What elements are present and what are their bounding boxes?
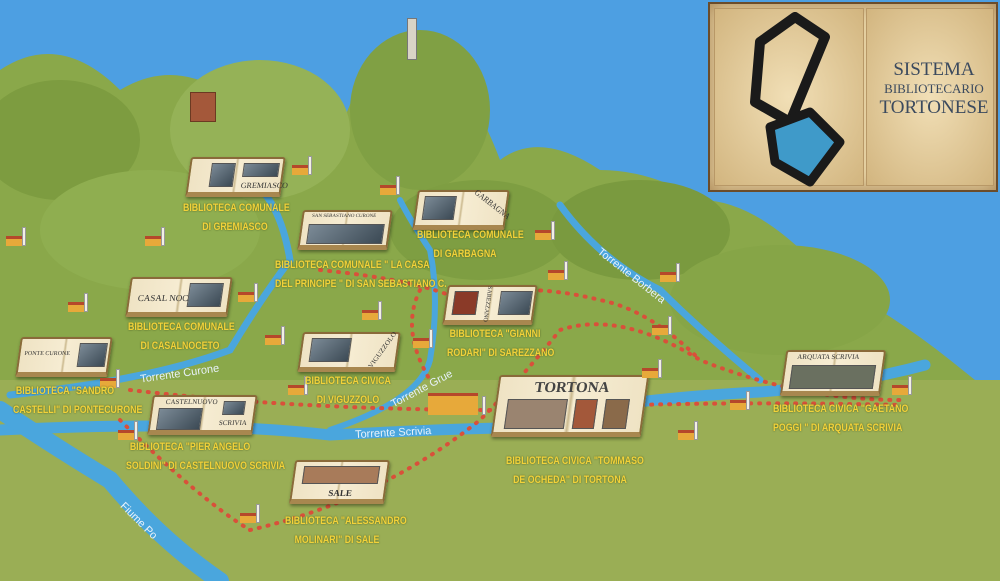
book-title: PONTE CURONE [24, 351, 71, 357]
label-line: DI VIGUZZOLO [316, 394, 380, 406]
village-icon [548, 260, 570, 280]
book-viguzzolo: VIGUZZOLO [297, 330, 401, 372]
library-label-casalnoceto: BIBLIOTECA COMUNALE DI CASALNOCETO [128, 318, 235, 356]
book-tortona: TORTONA [490, 375, 650, 437]
village-icon [678, 420, 700, 440]
library-label-garbagna: BIBLIOTECA COMUNALE DI GARBAGNA [417, 226, 524, 264]
village-icon [118, 420, 140, 440]
library-label-san-sebastiano: BIBLIOTECA COMUNALE " LA CASA DEL PRINCIP… [275, 256, 447, 294]
village-icon [68, 292, 90, 312]
village-icon [100, 368, 122, 388]
label-line: BIBLIOTECA "ALESSANDRO [285, 515, 407, 527]
logo-line2: BIBLIOTECARIO [884, 81, 984, 96]
book-title: SAREZZANO [481, 286, 493, 322]
village-icon [892, 375, 914, 395]
village-icon [730, 390, 752, 410]
village-icon [265, 325, 287, 345]
library-label-pontecurone: BIBLIOTECA "SANDRO CASTELLI" DI PONTECURO… [13, 382, 143, 420]
label-line: BIBLIOTECA CIVICA [305, 375, 391, 387]
sistema-bibliotecario-logo: SISTEMA BIBLIOTECARIO TORTONESE [708, 2, 998, 192]
book-garbagna: GARBAGNA [412, 187, 513, 230]
village-icon [413, 328, 435, 348]
castle-icon [190, 92, 216, 122]
label-line: RODARI" DI SAREZZANO [447, 347, 555, 359]
river-grue [327, 197, 438, 433]
book-title: SAN SEBASTIANO CURONE [311, 214, 377, 219]
logo-line1: SISTEMA [893, 59, 975, 80]
label-line: BIBLIOTECA COMUNALE [128, 321, 235, 333]
library-label-castelnuovo: BIBLIOTECA "PIER ANGELO SOLDINI" DI CASTE… [126, 438, 286, 476]
book-pontecurone: PONTE CURONE [15, 337, 113, 377]
book-title: GARBAGNA [472, 187, 513, 222]
village-icon [535, 220, 557, 240]
village-icon [240, 503, 262, 523]
library-label-sale: BIBLIOTECA "ALESSANDRO MOLINARI" DI SALE [285, 512, 407, 550]
label-line: MOLINARI" DI SALE [294, 534, 380, 546]
village-icon [288, 375, 310, 395]
book-title: SCRIVIA [218, 419, 248, 427]
logo-line3: TORTONESE [879, 97, 989, 118]
label-line: DEL PRINCIPE " DI SAN SEBASTIANO C. [275, 278, 447, 290]
book-title: TORTONA [533, 380, 611, 396]
label-line: CASTELLI" DI PONTECURONE [13, 404, 143, 416]
village-icon [642, 358, 664, 378]
label-line: BIBLIOTECA "SANDRO [15, 385, 115, 397]
label-line: POGGI " DI ARQUATA SCRIVIA [773, 422, 903, 434]
label-line: BIBLIOTECA "GIANNI [449, 328, 541, 340]
village-icon [362, 300, 384, 320]
label-line: DI GARBAGNA [433, 248, 497, 260]
library-label-viguzzolo: BIBLIOTECA CIVICA DI VIGUZZOLO [300, 372, 396, 410]
library-label-sarezzano: BIBLIOTECA "GIANNI RODARI" DI SAREZZANO [447, 325, 555, 363]
village-icon [6, 226, 28, 246]
library-label-tortona: BIBLIOTECA CIVICA "TOMMASO DE OCHEDA" DI … [506, 452, 644, 490]
book-castelnuovo: CASTELNUOVO SCRIVIA [147, 395, 258, 435]
book-title: GREMIASCO [240, 181, 289, 190]
book-sarezzano: SAREZZANO [442, 285, 538, 325]
label-line: DE OCHEDA" DI TORTONA [513, 474, 627, 486]
village-icon [292, 155, 314, 175]
book-title: ARQUATA SCRIVIA [796, 353, 861, 361]
book-title: SALE [327, 488, 353, 498]
label-line: BIBLIOTECA "PIER ANGELO [129, 441, 251, 453]
village-icon [380, 175, 402, 195]
book-sale: SALE [288, 460, 391, 504]
village-icon [145, 226, 167, 246]
book-title: VIGUZZOLO [366, 330, 399, 370]
label-line: DI GREMIASCO [202, 221, 268, 233]
village-icon [660, 262, 682, 282]
label-line: SOLDINI" DI CASTELNUOVO SCRIVIA [126, 460, 286, 472]
top-tower-icon [407, 18, 417, 60]
book-san-sebastiano: SAN SEBASTIANO CURONE [297, 210, 393, 250]
book-gremiasco: GREMIASCO [185, 157, 289, 197]
label-line: BIBLIOTECA CIVICA "TOMMASO [506, 455, 644, 467]
village-icon [238, 282, 260, 302]
label-line: BIBLIOTECA COMUNALE [417, 229, 524, 241]
village-icon [652, 315, 674, 335]
river-borbera [556, 201, 764, 384]
library-label-gremiasco: BIBLIOTECA COMUNALE DI GREMIASCO [183, 199, 290, 237]
book-casalnoceto: CASAL NOCETO [125, 277, 233, 317]
logo-mark-icon [750, 12, 845, 187]
river-po [0, 401, 229, 581]
label-line: BIBLIOTECA COMUNALE [183, 202, 290, 214]
village-icon [428, 385, 488, 415]
label-line: BIBLIOTECA CIVICA "GAETANO [773, 403, 909, 415]
label-line: DI CASALNOCETO [140, 340, 220, 352]
book-arquata: ARQUATA SCRIVIA [779, 350, 887, 396]
book-title: CASTELNUOVO [165, 398, 219, 406]
label-line: BIBLIOTECA COMUNALE " LA CASA [275, 259, 430, 271]
library-label-arquata: BIBLIOTECA CIVICA "GAETANO POGGI " DI ARQ… [773, 400, 909, 438]
